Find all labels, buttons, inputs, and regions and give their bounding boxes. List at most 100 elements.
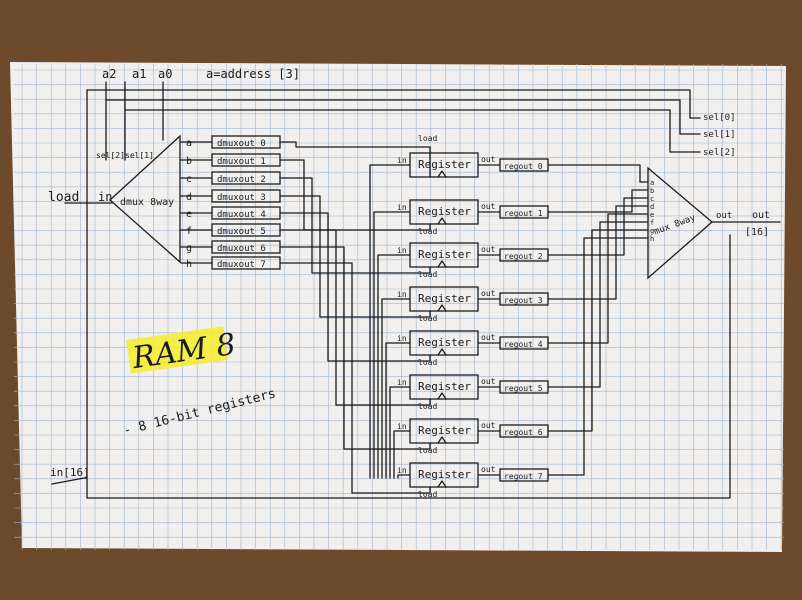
dmux-port-g: g [186, 243, 192, 254]
regout-label: regout 7 [504, 472, 543, 481]
mux-port-b: b [650, 187, 654, 195]
routing-wires [279, 141, 431, 494]
dmux-output-label: dmuxout 3 [217, 193, 266, 203]
data-in-route-wire [377, 254, 411, 479]
register-load-label: load [418, 402, 437, 411]
register-load-label: load [418, 446, 437, 455]
dmux-port-h: h [186, 259, 192, 270]
data-in-route-wire [393, 430, 411, 479]
load-route-wire [279, 246, 431, 450]
dmux-output-label: dmuxout 2 [217, 175, 266, 185]
title-highlight [126, 326, 228, 374]
register-label: Register [418, 468, 471, 481]
clock-symbol [437, 170, 447, 178]
regout-to-mux-wire [547, 221, 649, 388]
dmux8way-shape [109, 134, 181, 264]
clock-symbol [437, 392, 447, 400]
mux8way-shape [647, 166, 713, 280]
register-out-label: out [481, 245, 496, 254]
register-in-label: in [397, 203, 407, 212]
bus-wires [51, 81, 781, 499]
ram-out-bus-label: [16] [745, 227, 769, 238]
data-in-route-wire [389, 386, 411, 479]
register-load-label: load [418, 270, 437, 279]
clock-symbol [437, 348, 447, 356]
register-load-label: load [418, 358, 437, 367]
dmux-port-d: d [186, 192, 192, 203]
clock-symbol [437, 304, 447, 312]
register-in-label: in [397, 156, 407, 165]
register-load-label: load [418, 134, 437, 143]
regout-to-mux-wire [547, 237, 649, 476]
register-out-label: out [481, 333, 496, 342]
dmux-name: dmux 8way [120, 197, 174, 208]
dmux-port-c: c [186, 174, 192, 185]
register-load-label: load [418, 490, 437, 499]
load-route-wire [279, 141, 431, 178]
dmux-in-label: in [98, 190, 112, 204]
data-in-route-wire [373, 211, 411, 479]
register-out-label: out [481, 155, 496, 164]
mux-sel-0: sel[0] [703, 113, 736, 123]
register-in-label: in [397, 334, 407, 343]
address-note: a=address [3] [206, 67, 300, 81]
regout-label: regout 5 [504, 384, 543, 393]
grid-lines [14, 64, 784, 550]
register-label: Register [418, 380, 471, 393]
mux-port-e: e [650, 211, 654, 219]
regout-label: regout 1 [504, 209, 543, 218]
dmux-output-label: dmuxout 4 [217, 210, 266, 220]
data-in-route-wire [385, 342, 411, 479]
register-in-label: in [397, 290, 407, 299]
dmux-output-label: dmuxout 6 [217, 244, 266, 254]
dmux-output-label: dmuxout 1 [217, 157, 266, 167]
dmux-output-label: dmuxout 7 [217, 260, 266, 270]
dmux-port-a: a [186, 138, 192, 149]
regout-to-mux-wire [547, 164, 649, 183]
mux-port-h: h [650, 235, 654, 243]
regout-label: regout 6 [504, 428, 543, 437]
mux-port-d: d [650, 203, 654, 211]
mux-port-c: c [650, 195, 654, 203]
register-label: Register [418, 292, 471, 305]
register-out-label: out [481, 465, 496, 474]
dmux-output-label: dmuxout 5 [217, 227, 266, 237]
register-in-label: in [397, 378, 407, 387]
register-load-label: load [418, 227, 437, 236]
mux-port-g: g [650, 227, 654, 235]
register-label: Register [418, 336, 471, 349]
mux-sel-1: sel[1] [703, 130, 736, 140]
regout-to-mux-wire [547, 197, 649, 256]
register-label: Register [418, 158, 471, 171]
data-in-route-wire [369, 164, 411, 479]
regout-label: regout 0 [504, 162, 543, 171]
register-label: Register [418, 424, 471, 437]
data-in-route-wire [397, 474, 411, 479]
regout-label: regout 2 [504, 252, 543, 261]
mux-sel-2: sel[2] [703, 148, 736, 158]
dmux-sel-2: sel[2] [96, 151, 125, 160]
regout-to-mux-wire [547, 189, 649, 213]
dmux-port-b: b [186, 156, 192, 167]
load-route-wire [279, 177, 431, 274]
register-in-label: in [397, 246, 407, 255]
regout-to-mux-wire [547, 229, 649, 432]
register-in-label: in [397, 466, 407, 475]
in-bus-label: in[16] [50, 466, 90, 479]
regout-to-mux-wire [547, 205, 649, 300]
mux-out-label: out [716, 211, 732, 221]
register-out-label: out [481, 289, 496, 298]
address-bit-a0: a0 [158, 67, 172, 81]
ram-out-label: out [752, 210, 770, 221]
regout-label: regout 4 [504, 340, 543, 349]
register-out-label: out [481, 377, 496, 386]
clock-symbol [437, 260, 447, 268]
mux-port-a: a [650, 179, 654, 187]
load-route-wire [279, 195, 431, 318]
address-bit-a1: a1 [132, 67, 146, 81]
register-out-label: out [481, 421, 496, 430]
register-load-label: load [418, 314, 437, 323]
register-label: Register [418, 205, 471, 218]
